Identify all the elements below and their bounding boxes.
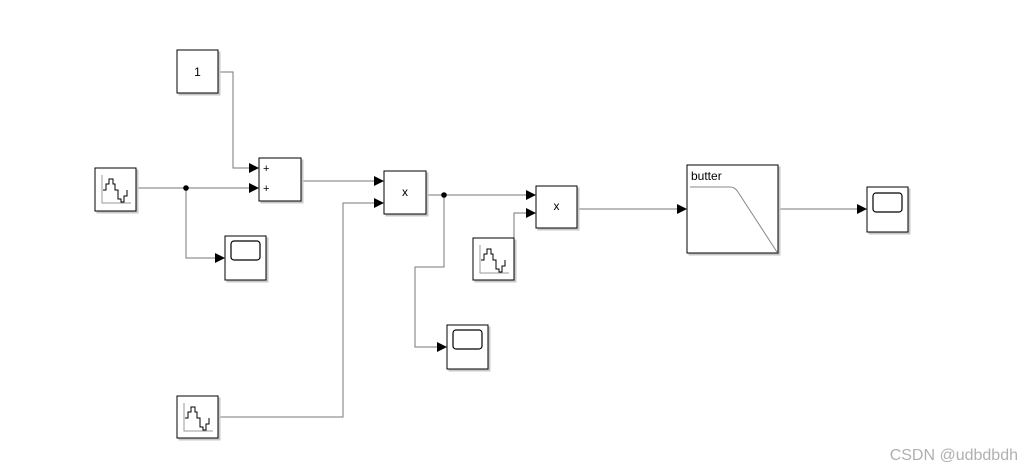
butter-label: butter [691, 169, 722, 183]
sine-wave-icon [183, 403, 213, 432]
scope-icon [872, 192, 903, 213]
sum-sign-1: + [263, 163, 269, 175]
sum-sign-2: + [263, 183, 269, 195]
line-const-to-sum[interactable] [218, 71, 259, 173]
scope-block-1[interactable] [224, 235, 267, 281]
branch-point-2 [441, 192, 447, 198]
sine-wave-icon [101, 175, 131, 204]
sine-wave-block-1[interactable] [94, 167, 137, 212]
scope-block-2[interactable] [866, 186, 909, 233]
line-sine3-to-product1[interactable] [218, 198, 384, 418]
product-block-1[interactable]: x [383, 170, 427, 215]
constant-value: 1 [194, 65, 201, 79]
product-2-label: x [554, 199, 560, 213]
sine-wave-block-2[interactable] [472, 237, 515, 281]
watermark: CSDN @udbdbdh [889, 447, 1018, 464]
line-branch-to-scope3[interactable] [414, 195, 447, 352]
lowpass-response-icon [690, 186, 778, 253]
sine-wave-icon [479, 245, 509, 274]
scope-icon [230, 240, 261, 261]
branch-point-1 [183, 185, 189, 191]
sum-block[interactable]: + + [258, 157, 302, 202]
product-block-2[interactable]: x [535, 185, 578, 229]
butter-filter-block[interactable]: butter [686, 164, 779, 254]
scope-icon [452, 329, 483, 350]
constant-block[interactable]: 1 [176, 49, 219, 94]
product-1-label: x [402, 185, 408, 199]
scope-block-3[interactable] [446, 324, 489, 370]
line-sine2-to-product2[interactable] [513, 208, 536, 259]
sine-wave-block-3[interactable] [176, 395, 219, 439]
line-branch-to-scope1[interactable] [185, 188, 225, 263]
